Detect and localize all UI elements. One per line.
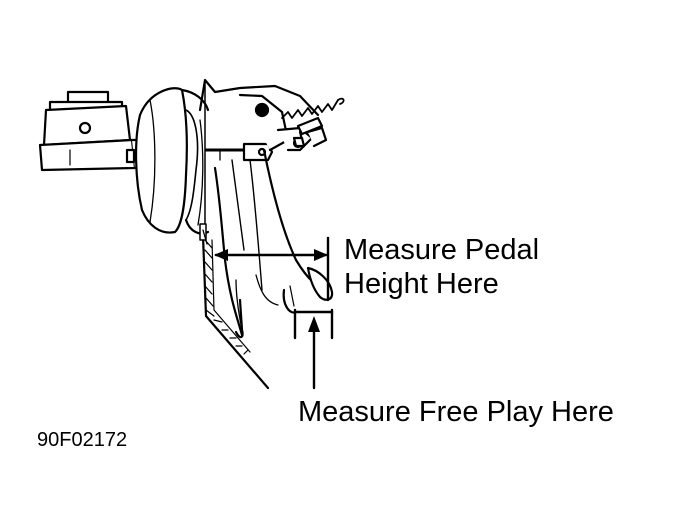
stop-light-switch — [292, 116, 324, 148]
pedal-height-label-line2: Height Here — [344, 268, 499, 300]
brake-booster — [134, 87, 210, 235]
floor-panel — [199, 223, 270, 390]
free-play-dimension — [293, 308, 334, 390]
master-cylinder — [38, 90, 142, 172]
pedal-height-label-line1: Measure Pedal — [344, 234, 540, 266]
pedal-lever — [213, 148, 334, 339]
figure-code: 90F02172 — [37, 429, 128, 451]
return-spring — [281, 97, 345, 119]
pushrod — [204, 142, 274, 162]
pedal-height-dimension — [214, 236, 330, 302]
free-play-label: Measure Free Play Here — [298, 396, 614, 428]
